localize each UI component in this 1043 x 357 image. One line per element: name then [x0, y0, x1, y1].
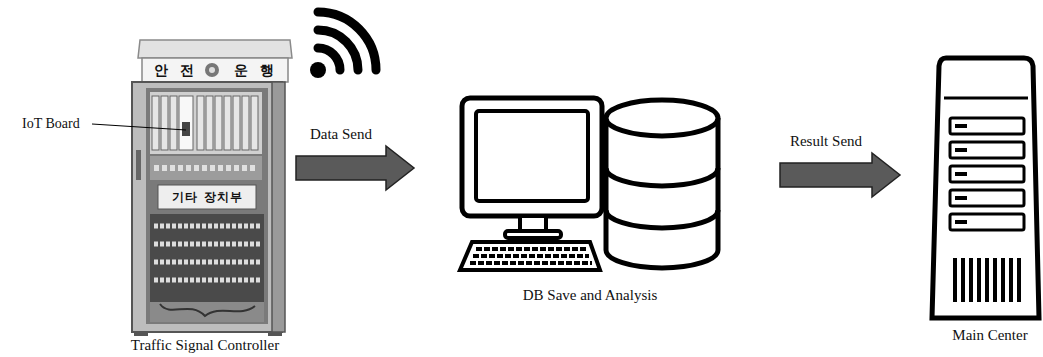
server-icon-part — [950, 190, 1024, 206]
database-cylinder-part — [606, 100, 718, 136]
controller-cabinet-part-part — [215, 96, 222, 150]
leader-line — [92, 124, 186, 130]
controller-cabinet-part-part — [154, 260, 260, 265]
computer-icon-part — [460, 242, 600, 270]
computer-icon-part-part — [470, 261, 592, 265]
edge-label: Result Send — [790, 132, 862, 150]
database-node: DB Save and Analysis — [414, 92, 780, 306]
server-icon-part-part — [955, 196, 967, 200]
wifi-symbol-part — [318, 30, 358, 70]
block-arrow — [296, 146, 414, 190]
server-icon-part — [950, 214, 1024, 230]
computer-icon — [460, 98, 602, 270]
wifi-symbol-part — [318, 12, 376, 70]
node-caption: DB Save and Analysis — [523, 286, 658, 304]
computer-icon-part-part — [473, 254, 589, 258]
controller-cabinet-part — [152, 96, 258, 150]
computer-icon-part-part — [476, 247, 586, 251]
controller-cabinet-part — [158, 185, 256, 209]
block-arrow — [780, 153, 900, 197]
server-icon-part — [950, 118, 1024, 134]
controller-cabinet-part — [154, 165, 258, 171]
server-icon — [932, 58, 1039, 318]
panel-text: 기타 장치부 — [172, 190, 242, 204]
server-icon-part-part — [955, 220, 967, 224]
part-label: IoT Board — [22, 116, 80, 133]
sign-text: 운 행 — [234, 62, 279, 79]
controller-cabinet-part-part — [161, 96, 168, 150]
controller-cabinet-part — [209, 67, 215, 73]
database-cylinder-part — [606, 118, 718, 268]
server-icon-part-part — [955, 124, 967, 128]
controller-cabinet-part-part — [224, 96, 231, 150]
controller-cabinet-part-part — [251, 96, 258, 150]
controller-cabinet-part — [272, 82, 285, 332]
controller-cabinet-part — [150, 92, 262, 154]
controller-cabinet-part — [154, 226, 260, 280]
controller-cabinet-part — [268, 332, 282, 336]
node-caption: Traffic Signal Controller — [131, 336, 279, 354]
controller-cabinet-part — [146, 88, 268, 324]
controller-cabinet-part-part — [206, 96, 213, 150]
server-icon-part — [955, 124, 967, 224]
wifi-symbol-part — [310, 62, 326, 78]
computer-icon-part — [462, 98, 602, 216]
controller-cabinet-part — [138, 40, 292, 58]
wifi-symbol-part — [318, 48, 340, 70]
controller-cabinet-part — [132, 82, 282, 332]
database-cylinder-part — [606, 210, 718, 228]
computer-icon-part — [520, 216, 546, 231]
server-icon-part — [932, 58, 1039, 318]
computer-icon-part — [476, 111, 588, 201]
database-cylinder — [606, 100, 718, 268]
controller-cabinet-part-part — [152, 96, 159, 150]
controller-cabinet-part — [150, 156, 262, 180]
server-icon-part — [950, 142, 1024, 158]
computer-icon-part — [470, 249, 592, 263]
controller-cabinet-part — [136, 150, 141, 180]
controller-cabinet-part — [205, 63, 219, 77]
controller-cabinet-part — [182, 122, 190, 136]
wifi-symbol — [310, 12, 376, 78]
controller-cabinet-part-part — [154, 242, 260, 247]
sign-text: 안 전 — [154, 62, 199, 79]
controller-cabinet — [132, 40, 292, 336]
controller-cabinet-part — [134, 332, 148, 336]
server-icon-part — [944, 97, 1028, 100]
node-caption: Main Center — [952, 326, 1027, 344]
server-node: Main Center — [900, 48, 1040, 346]
computer-icon-part — [505, 231, 561, 238]
controller-cabinet-part — [150, 214, 264, 302]
server-icon-part — [953, 258, 1022, 302]
controller-cabinet-part-part — [154, 278, 260, 283]
controller-cabinet-part — [160, 304, 255, 316]
server-icon-part — [950, 166, 1024, 182]
controller-cabinet-part — [142, 58, 288, 82]
controller-cabinet-part-part — [170, 96, 177, 150]
controller-cabinet-part-part — [179, 96, 193, 150]
controller-cabinet-part — [150, 302, 264, 322]
server-icon-part-part — [955, 172, 967, 176]
database-cylinder-part — [606, 168, 718, 186]
controller-cabinet-part-part — [154, 224, 260, 229]
controller-cabinet-part-part — [233, 96, 240, 150]
controller-cabinet-part-part — [197, 96, 204, 150]
controller-cabinet-part-part — [242, 96, 249, 150]
server-icon-part-part — [955, 148, 967, 152]
edge-label: Data Send — [310, 125, 372, 143]
